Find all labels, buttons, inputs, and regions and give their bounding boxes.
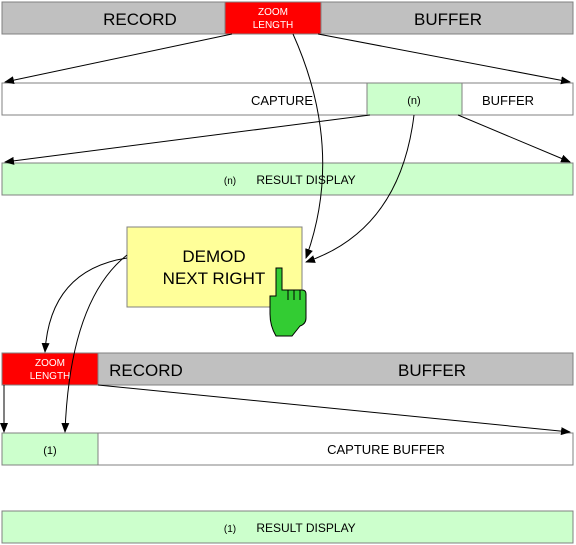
capture-label: CAPTURE — [251, 93, 313, 108]
capture-one-label: (1) — [43, 445, 56, 457]
capture-buffer-2-label: CAPTURE BUFFER — [327, 442, 445, 457]
arrows — [0, 33, 571, 436]
top-zoom-label-2: LENGTH — [253, 20, 294, 31]
demod-next-right-softkey[interactable] — [126, 226, 303, 308]
pointing-hand-icon — [269, 267, 307, 337]
capture-buffer-label: BUFFER — [482, 93, 534, 108]
result-1-prefix: (1) — [224, 524, 236, 535]
arrow-n-right — [457, 114, 571, 163]
capture-one-segment — [1, 432, 99, 466]
arrow-softkey-to-zoom — [41, 257, 128, 353]
arrow-softkey-to-one — [61, 254, 128, 433]
capture-n-segment — [366, 82, 463, 116]
softkey-label-2: NEXT RIGHT — [163, 269, 266, 288]
capture-buffer-row — [1, 82, 574, 116]
result-n-label: RESULT DISPLAY — [256, 173, 355, 187]
bottom-zoom-label-2: LENGTH — [30, 371, 71, 382]
result-1-label: RESULT DISPLAY — [256, 521, 355, 535]
arrow-zoom-right — [317, 33, 571, 85]
top-zoom-label-1: ZOOM — [258, 7, 288, 18]
capture-n-label: (n) — [407, 95, 420, 107]
arrow-bottom-zoom-right — [97, 384, 571, 436]
bottom-zoom-label-1: ZOOM — [35, 358, 65, 369]
arrow-n-to-softkey — [305, 114, 415, 263]
softkey-label-1: DEMOD — [182, 247, 245, 266]
arrow-zoom-to-softkey — [292, 33, 324, 259]
bottom-zoom-length-box — [1, 352, 99, 386]
result-display-n — [1, 162, 574, 196]
bottom-buffer-label: BUFFER — [398, 361, 466, 380]
result-n-prefix: (n) — [224, 176, 236, 187]
bottom-record-label: RECORD — [109, 361, 183, 380]
top-zoom-length-box — [224, 1, 322, 35]
arrow-zoom-left — [4, 33, 233, 85]
result-display-1 — [1, 510, 574, 544]
top-record-label: RECORD — [103, 10, 177, 29]
arrow-n-left — [4, 114, 371, 165]
top-buffer-label: BUFFER — [414, 10, 482, 29]
